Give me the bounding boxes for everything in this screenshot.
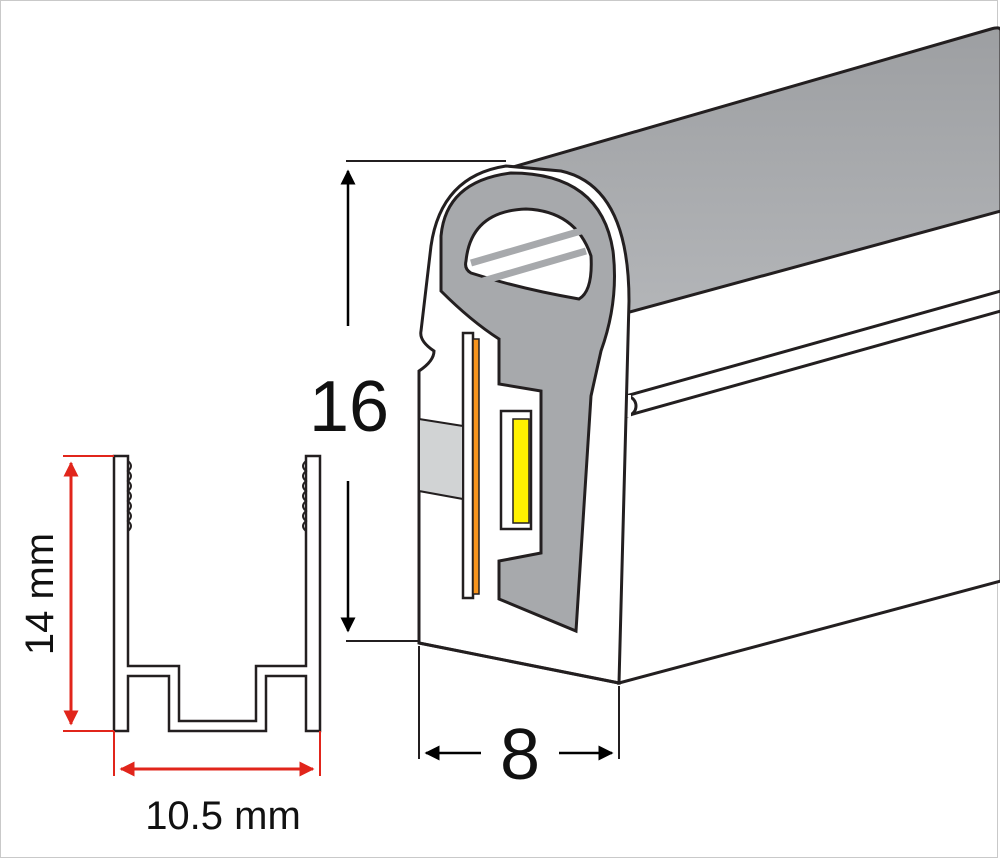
channel-height-dimension: 14 mm bbox=[18, 455, 114, 732]
right-wall-teeth bbox=[302, 460, 308, 532]
pcb-board bbox=[461, 331, 475, 600]
pcb-copper bbox=[472, 338, 480, 595]
channel-width-label: 10.5 mm bbox=[145, 794, 301, 838]
width-dimension: 8 bbox=[418, 646, 620, 795]
channel-height-label: 14 mm bbox=[18, 533, 62, 655]
neon-strip bbox=[417, 26, 1000, 685]
aluminum-channel bbox=[112, 454, 322, 733]
side-groove bbox=[625, 289, 1000, 418]
channel-profile bbox=[112, 454, 322, 733]
left-wall-teeth bbox=[126, 460, 132, 532]
led-chip-emitter bbox=[512, 418, 530, 524]
channel-width-dimension: 10.5 mm bbox=[113, 731, 321, 838]
height-dimension: 16 bbox=[309, 160, 506, 642]
front-bottom-edge bbox=[418, 641, 620, 685]
mounting-tab bbox=[418, 417, 464, 501]
channel-shadow bbox=[470, 227, 587, 285]
width-label: 8 bbox=[500, 715, 540, 795]
height-label: 16 bbox=[309, 367, 389, 447]
